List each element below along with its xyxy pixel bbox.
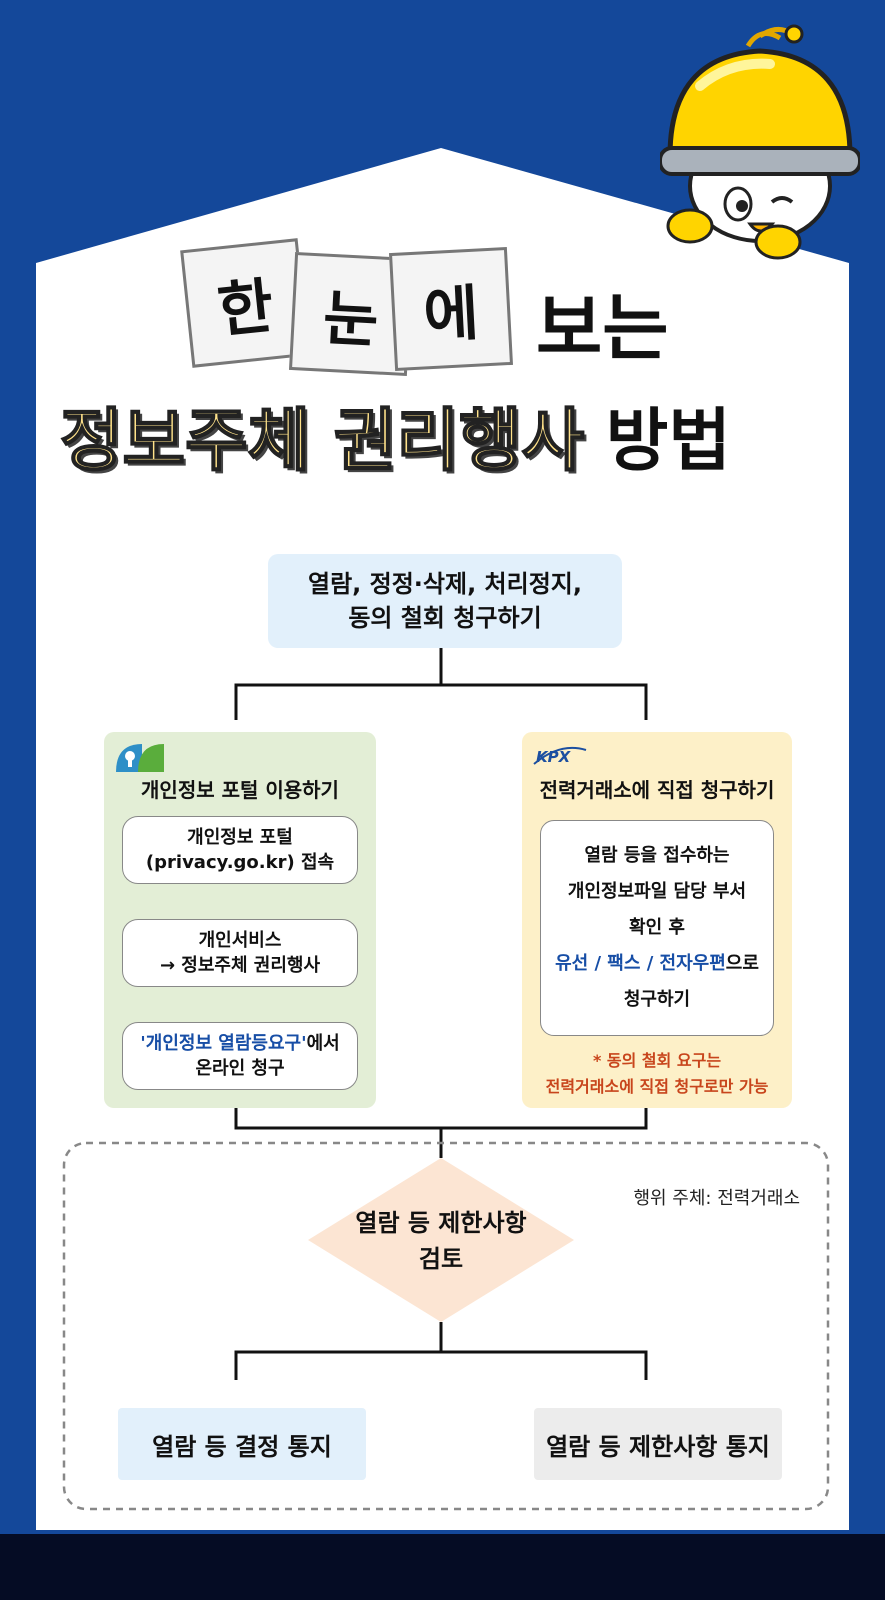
- title-highlight: 정보주체 권리행사: [59, 401, 585, 482]
- card-line4-tail: 으로: [725, 953, 759, 974]
- card-line5: 청구하기: [623, 989, 691, 1010]
- request-line1: 열람, 정정·삭제, 처리정지,: [308, 570, 582, 598]
- step3-line2: 온라인 청구: [195, 1058, 285, 1079]
- kpx-panel-title: 전력거래소에 직접 청구하기: [539, 778, 775, 802]
- actor-dashed-frame: [62, 1141, 830, 1511]
- step2-line1: 개인서비스: [198, 930, 282, 951]
- card-line4: 유선 / 팩스 / 전자우편으로: [555, 946, 759, 982]
- step3-tail: 에서: [306, 1033, 340, 1054]
- request-box: 열람, 정정·삭제, 처리정지, 동의 철회 청구하기: [268, 554, 622, 648]
- contact-methods: 유선 / 팩스 / 전자우편: [555, 953, 726, 974]
- step2-line2: → 정보주체 권리행사: [159, 955, 321, 976]
- decision-notice-box: 열람 등 결정 통지: [118, 1408, 366, 1480]
- title-line2: 정보주체 권리행사 방법: [59, 400, 840, 484]
- kpx-direct-card: 열람 등을 접수하는 개인정보파일 담당 부서 확인 후 유선 / 팩스 / 전…: [540, 820, 774, 1036]
- footer-bar: [0, 1534, 885, 1600]
- card-line3: 확인 후: [629, 917, 685, 938]
- step3-highlight: '개인정보 열람등요구': [140, 1033, 307, 1054]
- diamond-line1: 열람 등 제한사항: [355, 1209, 527, 1237]
- privacy-portal-logo-icon: [116, 744, 164, 772]
- card-line1: 열람 등을 접수하는: [584, 845, 730, 866]
- diamond-line2: 검토: [418, 1245, 464, 1273]
- mascot-illustration: [660, 24, 860, 260]
- step1-line2: (privacy.go.kr) 접속: [145, 852, 335, 873]
- portal-panel-title: 개인정보 포털 이용하기: [141, 778, 339, 802]
- note-line1: * 동의 철회 요구는: [592, 1051, 722, 1070]
- step1-line1: 개인정보 포털: [187, 827, 293, 848]
- card-line2: 개인정보파일 담당 부서: [567, 881, 747, 902]
- title-line1-tail: 보는: [536, 286, 669, 370]
- portal-step-menu: 개인서비스 → 정보주체 권리행사: [122, 919, 358, 987]
- actor-label: 행위 주체: 전력거래소: [633, 1188, 800, 1209]
- step3-line1: '개인정보 열람등요구'에서: [140, 1031, 339, 1056]
- consent-withdrawal-note: * 동의 철회 요구는 전력거래소에 직접 청구로만 가능: [522, 1048, 792, 1100]
- portal-step-request: '개인정보 열람등요구'에서 온라인 청구: [122, 1022, 358, 1090]
- kpx-logo-text: KPX: [536, 748, 572, 766]
- note-line2: 전력거래소에 직접 청구로만 가능: [545, 1077, 769, 1096]
- request-line2: 동의 철회 청구하기: [348, 604, 542, 632]
- restriction-notice-box: 열람 등 제한사항 통지: [534, 1408, 782, 1480]
- portal-step-access: 개인정보 포털 (privacy.go.kr) 접속: [122, 816, 358, 884]
- kpx-logo-icon: KPX: [533, 746, 587, 766]
- title-line2-tail: 방법: [605, 402, 731, 481]
- review-diamond: [308, 1158, 574, 1322]
- review-diamond-label: 열람 등 제한사항 검토: [330, 1205, 552, 1277]
